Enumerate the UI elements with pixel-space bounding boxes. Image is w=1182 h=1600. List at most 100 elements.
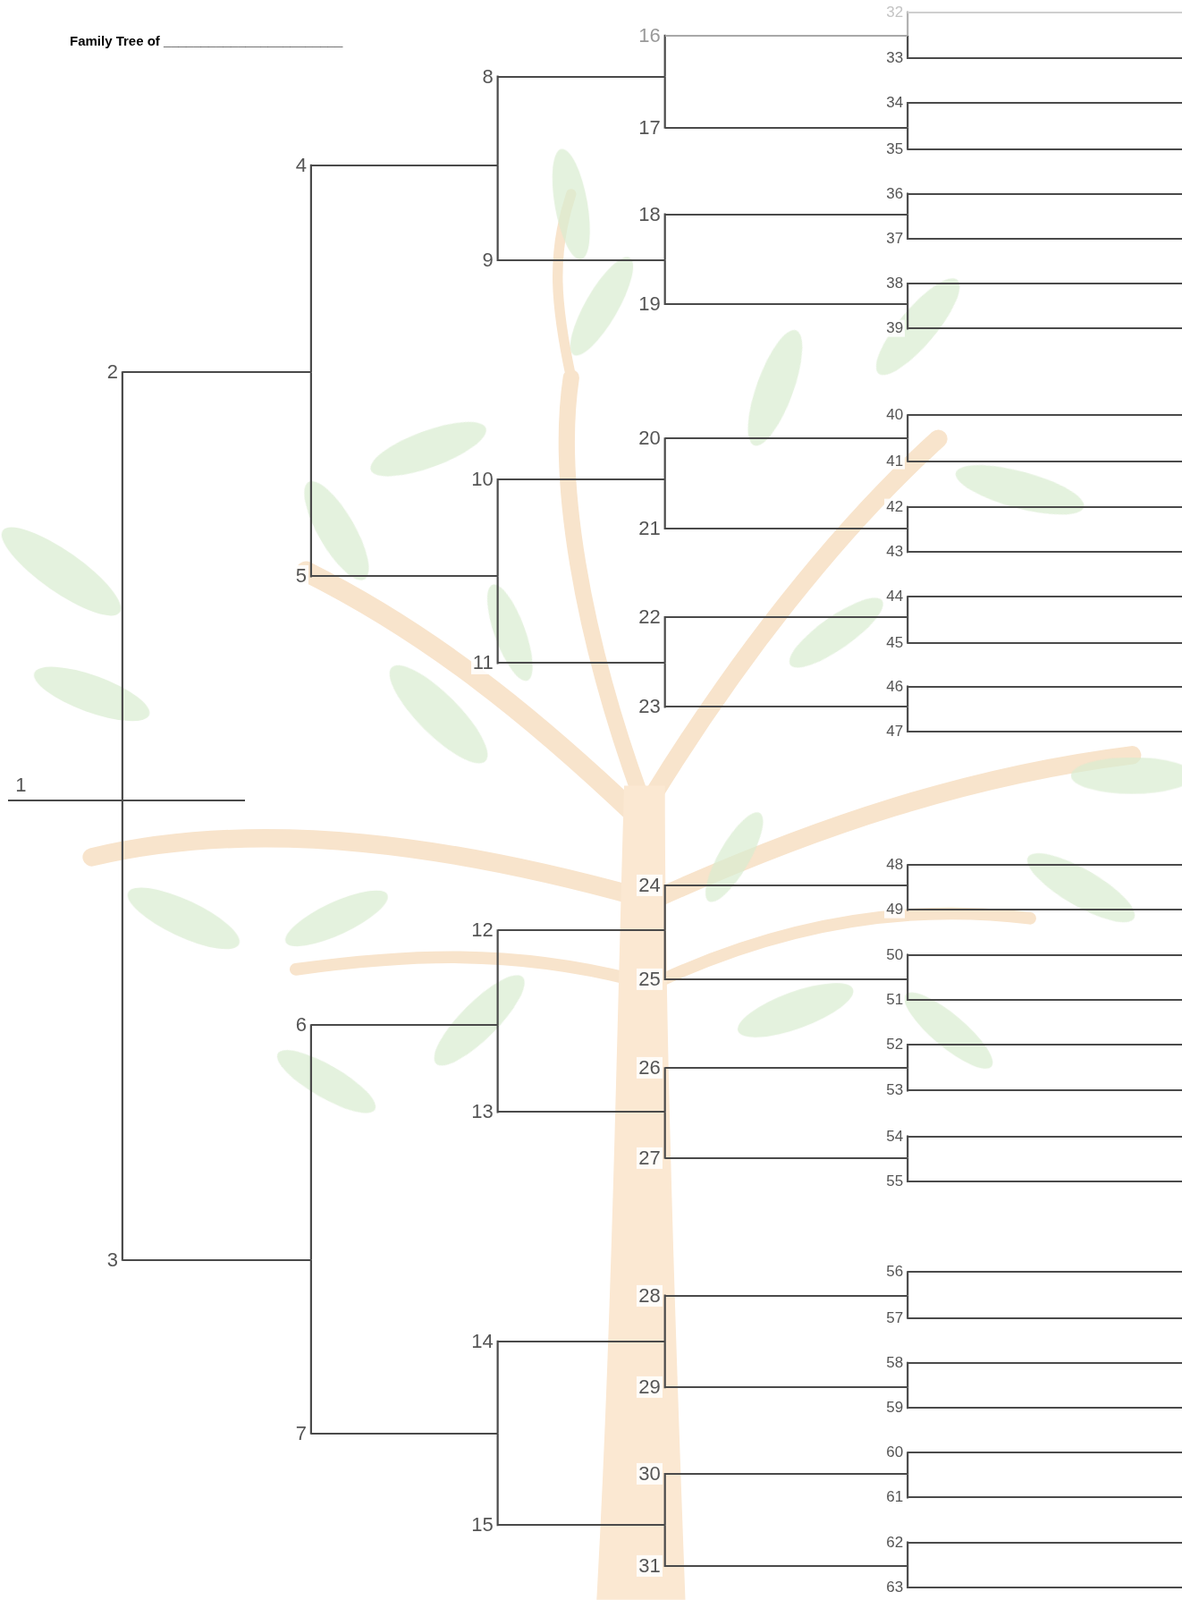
name-line (311, 164, 499, 167)
name-line (907, 863, 1182, 866)
position-number: 9 (480, 249, 495, 271)
position-number: 27 (636, 1147, 662, 1169)
position-number: 42 (884, 498, 905, 516)
name-line (907, 1270, 1182, 1273)
ancestor-line: 63 (907, 1576, 1182, 1598)
position-number: 52 (884, 1036, 905, 1054)
ancestor-line: 29 (665, 1376, 908, 1398)
ancestor-line: 11 (498, 651, 666, 674)
pedigree-bracket (311, 1259, 313, 1434)
position-number: 18 (636, 202, 662, 225)
ancestor-line: 52 (907, 1033, 1182, 1056)
ancestor-line: 53 (907, 1079, 1182, 1101)
pedigree-bracket (907, 1565, 909, 1588)
ancestor-line: 34 (907, 92, 1182, 114)
position-number: 41 (884, 452, 905, 470)
ancestor-line: 49 (907, 898, 1182, 921)
pedigree-bracket (907, 303, 909, 329)
ancestor-line: 6 (311, 1013, 499, 1036)
pedigree-bracket (907, 1452, 909, 1474)
name-line (907, 101, 1182, 104)
position-number: 57 (884, 1308, 905, 1326)
ancestor-line: 46 (907, 675, 1182, 698)
ancestor-line: 23 (665, 695, 908, 718)
pedigree-bracket (311, 371, 313, 576)
ancestor-line: 41 (907, 450, 1182, 473)
position-number: 40 (884, 406, 905, 424)
leaf (0, 514, 132, 630)
position-number: 62 (884, 1533, 905, 1551)
name-line (907, 954, 1182, 956)
pedigree-bracket (907, 1044, 909, 1068)
position-number: 22 (636, 606, 662, 628)
ancestor-line: 4 (311, 154, 499, 177)
pedigree-bracket (665, 929, 667, 980)
ancestor-line: 19 (665, 293, 908, 315)
name-line (498, 1110, 666, 1113)
leaf (292, 472, 380, 589)
position-number: 32 (884, 3, 905, 21)
ancestor-line: 57 (907, 1307, 1182, 1329)
ancestor-line: 1 (8, 789, 245, 811)
position-number: 38 (884, 275, 905, 293)
position-number: 20 (636, 427, 662, 449)
tree-leaves (0, 145, 1182, 1123)
pedigree-bracket (907, 885, 909, 910)
leaf (270, 1038, 384, 1123)
name-line (907, 460, 1182, 463)
position-number: 51 (884, 990, 905, 1008)
ancestor-line: 3 (122, 1249, 312, 1271)
ancestor-line: 14 (498, 1330, 666, 1352)
pedigree-bracket (665, 1067, 667, 1112)
name-line (498, 1523, 666, 1526)
leaf (559, 249, 644, 364)
name-line (665, 978, 908, 980)
ancestor-line: 5 (311, 565, 499, 587)
branch (566, 377, 641, 796)
position-number: 54 (884, 1127, 905, 1145)
name-line (498, 478, 666, 481)
position-number: 48 (884, 856, 905, 874)
chart-title: Family Tree of ________________________ (69, 33, 343, 49)
pedigree-bracket (665, 616, 667, 663)
pedigree-bracket (665, 1295, 667, 1342)
pedigree-bracket (665, 885, 667, 930)
pedigree-bracket (498, 575, 499, 663)
leaf (1071, 757, 1182, 794)
pedigree-bracket (498, 479, 499, 576)
name-line (498, 1340, 666, 1343)
name-line (122, 371, 312, 373)
name-line (498, 661, 666, 664)
name-line (665, 1294, 908, 1297)
name-line (311, 1432, 499, 1435)
ancestor-line: 50 (907, 944, 1182, 966)
pedigree-bracket (907, 194, 909, 215)
name-line (665, 616, 908, 618)
name-line (665, 213, 908, 216)
name-line (665, 1564, 908, 1567)
pedigree-bracket (665, 662, 667, 707)
pedigree-bracket (907, 979, 909, 1000)
ancestor-line: 55 (907, 1170, 1182, 1192)
position-number: 15 (469, 1513, 495, 1536)
pedigree-bracket (907, 1067, 909, 1090)
branch (652, 439, 938, 796)
name-line (665, 705, 908, 708)
pedigree-bracket (907, 1386, 909, 1408)
position-number: 1 (13, 774, 28, 796)
pedigree-bracket (122, 371, 124, 801)
pedigree-bracket (907, 528, 909, 552)
name-line (665, 1472, 908, 1475)
name-line (907, 148, 1182, 151)
ancestor-line: 54 (907, 1125, 1182, 1148)
ancestor-line: 61 (907, 1485, 1182, 1508)
position-number: 10 (469, 468, 495, 490)
position-number: 56 (884, 1263, 905, 1281)
position-number: 5 (294, 565, 309, 587)
ancestor-line: 40 (907, 404, 1182, 426)
name-line (907, 57, 1182, 60)
leaf (731, 971, 860, 1048)
position-number: 36 (884, 185, 905, 203)
name-line (665, 34, 908, 37)
position-number: 31 (636, 1554, 662, 1577)
